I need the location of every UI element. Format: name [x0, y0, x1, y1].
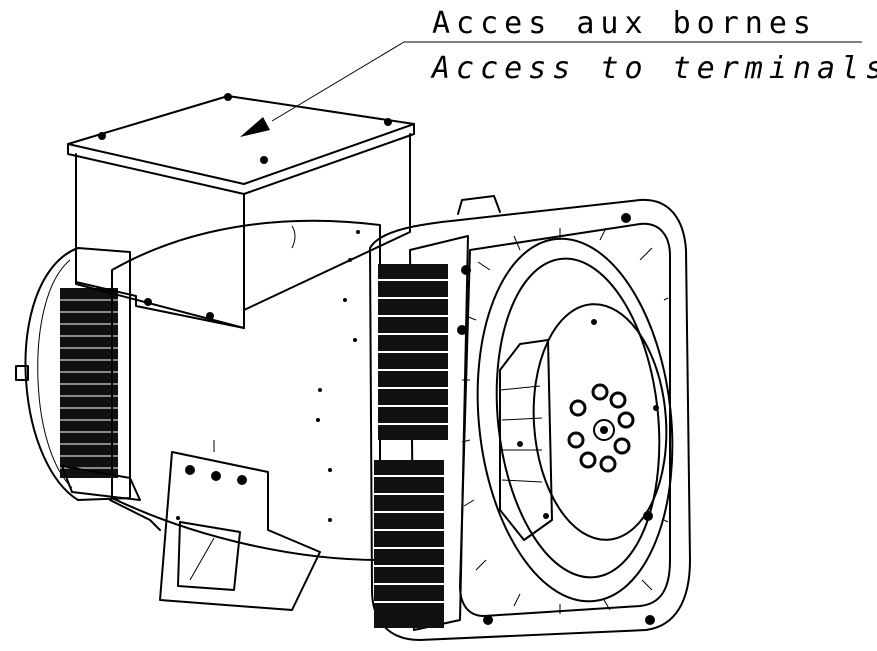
flange-bolts	[457, 213, 659, 625]
callout: Acces aux bornes Access to terminals	[240, 6, 877, 137]
fan-ring-inner	[495, 257, 661, 579]
lifting-eye	[457, 195, 501, 215]
drive-disc	[532, 303, 668, 541]
mounting-foot	[159, 451, 321, 611]
fan-ring-outer	[476, 237, 674, 603]
callout-arrowhead	[240, 117, 270, 137]
rear-end-bell	[15, 247, 161, 531]
callout-arrow-line	[271, 41, 405, 122]
front-flange	[369, 195, 691, 641]
stator-body	[111, 219, 381, 561]
hub-bolts	[567, 383, 635, 473]
terminal-box	[67, 93, 415, 329]
front-lower-vent	[374, 460, 444, 628]
rear-vent-grille	[60, 288, 118, 478]
terminal-box-lid	[67, 95, 415, 185]
callout-label-fr: Acces aux bornes	[432, 6, 817, 41]
callout-label-en: Access to terminals	[430, 51, 877, 86]
